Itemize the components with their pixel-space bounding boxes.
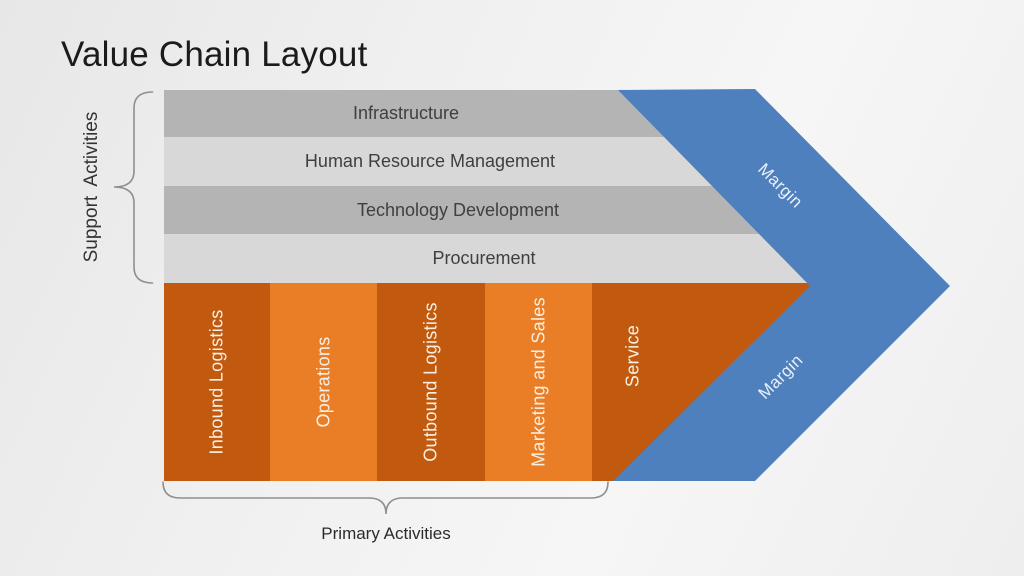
support-row-label: Human Resource Management: [304, 151, 556, 171]
primary-column-operations: Operations: [270, 283, 377, 481]
primary-column-label: Service: [622, 324, 643, 388]
primary-column-label: Inbound Logistics: [206, 309, 227, 455]
primary-column-outbound-logistics: Outbound Logistics: [377, 283, 485, 481]
support-row-procurement: Procurement: [164, 234, 810, 283]
primary-column-label: Operations: [313, 336, 333, 428]
primary-column-inbound-logistics: Inbound Logistics: [164, 283, 270, 481]
primary-column-label: Outbound Logistics: [420, 302, 441, 462]
support-row-label: Infrastructure: [352, 103, 460, 123]
support-row-label: Procurement: [432, 248, 536, 268]
support-activities-label: Support Activities: [81, 111, 102, 263]
support-row-technology-development: Technology Development: [164, 186, 810, 234]
primary-column-label: Marketing and Sales: [528, 297, 548, 467]
primary-activities-label: Primary Activities: [321, 524, 451, 543]
primary-activities-brace: [162, 481, 609, 515]
page-title: Value Chain Layout: [61, 35, 368, 74]
support-row-label: Technology Development: [356, 199, 560, 220]
support-activities-brace: [113, 91, 154, 284]
primary-column-marketing-and-sales: Marketing and Sales: [485, 283, 592, 481]
